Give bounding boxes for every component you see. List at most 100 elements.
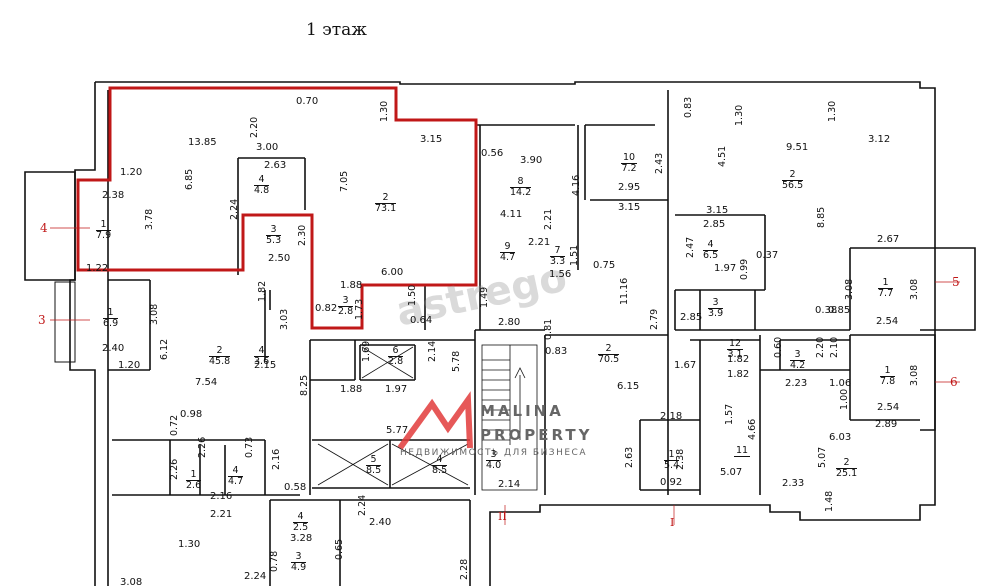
dimension-label: 2.33 (782, 478, 805, 489)
dimension-label: 0.60 (773, 336, 784, 358)
dimension-label: 2.85 (703, 219, 726, 230)
dimension-label: 0.85 (828, 305, 851, 316)
dimension-label: 2.26 (197, 436, 208, 458)
dimension-label: 1.30 (734, 104, 745, 126)
dimension-label: 1.73 (354, 298, 365, 320)
dimension-label: 2.80 (498, 317, 521, 328)
dimension-label: 1.97 (385, 384, 408, 395)
dimension-label: 2.15 (254, 360, 277, 371)
dimension-label: 2.24 (357, 494, 368, 516)
dimension-label: 2.24 (229, 198, 240, 220)
dimension-label: 3.08 (909, 364, 920, 386)
dimension-label: 0.56 (481, 148, 504, 159)
dimension-label: 2.67 (877, 234, 900, 245)
dimension-label: 1.51 (569, 244, 580, 266)
dimension-label: 1.30 (379, 100, 390, 122)
dimension-label: 3.15 (420, 134, 443, 145)
brand-name-line1: MALINA (480, 402, 564, 420)
dimension-label: 1.48 (824, 490, 835, 512)
dimension-label: 13.85 (188, 137, 217, 148)
dimension-label: 0.83 (683, 96, 694, 118)
dimension-label: 5.77 (386, 425, 409, 436)
dimension-label: 0.70 (296, 96, 319, 107)
dimension-label: 2.20 (815, 336, 826, 358)
dimension-label: 1.88 (340, 384, 363, 395)
dimension-label: 2.24 (244, 571, 267, 582)
dimension-label: 3.08 (149, 303, 160, 325)
dimension-label: 6.03 (829, 432, 852, 443)
dimension-label: 2.21 (543, 208, 554, 230)
dimension-label: 1.06 (829, 378, 852, 389)
dimension-label: 7.54 (195, 377, 218, 388)
dimension-label: 1.82 (257, 280, 268, 302)
dimension-label: 1.30 (827, 100, 838, 122)
dimension-label: 1.56 (549, 269, 572, 280)
dimension-label: 4.16 (571, 174, 582, 196)
dimension-label: 3.28 (290, 533, 313, 544)
dimension-label: 0.75 (593, 260, 616, 271)
dimension-label: 2.16 (210, 491, 233, 502)
dimension-label: 2.23 (785, 378, 808, 389)
floor-title: 1 этаж (306, 20, 367, 40)
dimension-label: 2.50 (268, 253, 291, 264)
dimension-label: 0.65 (334, 538, 345, 560)
dimension-label: 1.20 (118, 360, 141, 371)
malina-logo-mark (397, 391, 473, 450)
balcony-left (24, 171, 76, 281)
dimension-label: 3.12 (868, 134, 891, 145)
dimension-label: 8.25 (299, 374, 310, 396)
axis-label: 5 (952, 275, 960, 289)
axis-label: 3 (38, 313, 46, 327)
dimension-label: 2.89 (875, 419, 898, 430)
dimension-label: 0.82 (315, 303, 338, 314)
dimension-label: 2.20 (249, 116, 260, 138)
dimension-label: 7.05 (339, 170, 350, 192)
dimension-label: 3.08 (909, 278, 920, 300)
dimension-label: 6.00 (381, 267, 404, 278)
dimension-label: 0.99 (739, 258, 750, 280)
dimension-label: 1.00 (839, 388, 850, 410)
dimension-label: 1.82 (727, 354, 750, 365)
dimension-label: 2.54 (877, 402, 900, 413)
balcony-right-2 (920, 334, 936, 431)
dimension-label: 2.95 (618, 182, 641, 193)
dimension-label: 0.58 (284, 482, 307, 493)
dimension-label: 2.43 (654, 152, 665, 174)
dimension-label: 6.15 (617, 381, 640, 392)
brand-tagline: НЕДВИЖИМОСТЬ ДЛЯ БИЗНЕСА (400, 448, 587, 458)
dimension-label: 2.40 (102, 343, 125, 354)
dimension-label: 0.81 (543, 318, 554, 340)
dimension-label: 5.07 (720, 467, 743, 478)
dimension-label: 2.16 (271, 448, 282, 470)
dimension-label: 2.21 (528, 237, 551, 248)
dimension-label: 3.90 (520, 155, 543, 166)
dimension-label: 4.51 (717, 145, 728, 167)
room-label: 11 (734, 445, 751, 457)
dimension-label: 2.47 (685, 236, 696, 258)
balcony-left-2 (54, 281, 76, 363)
outer-wall-left (69, 82, 96, 586)
dimension-label: 2.40 (369, 517, 392, 528)
dimension-label: 1.69 (361, 340, 372, 362)
